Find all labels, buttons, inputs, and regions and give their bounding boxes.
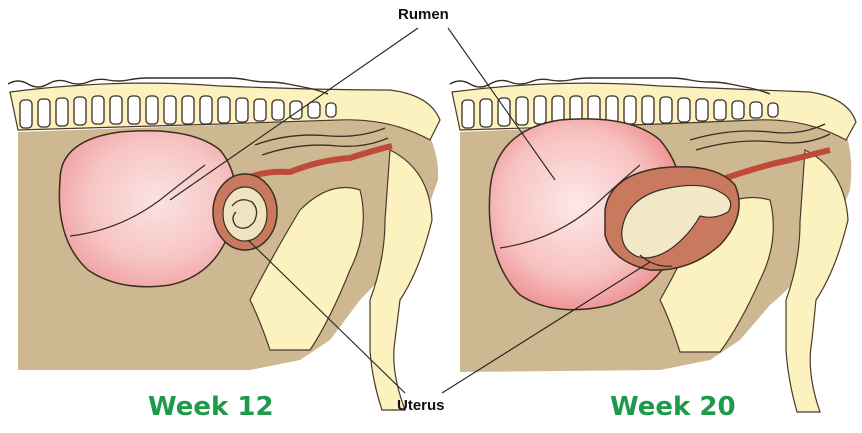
- week-12-label: Week 12: [148, 392, 274, 422]
- embryo-sac-left: [223, 187, 267, 241]
- rumen-label: Rumen: [398, 6, 449, 23]
- panel-week-12: [8, 28, 440, 410]
- uterus-label: Uterus: [397, 397, 445, 414]
- panel-week-20: [442, 28, 856, 412]
- week-20-label: Week 20: [610, 392, 736, 422]
